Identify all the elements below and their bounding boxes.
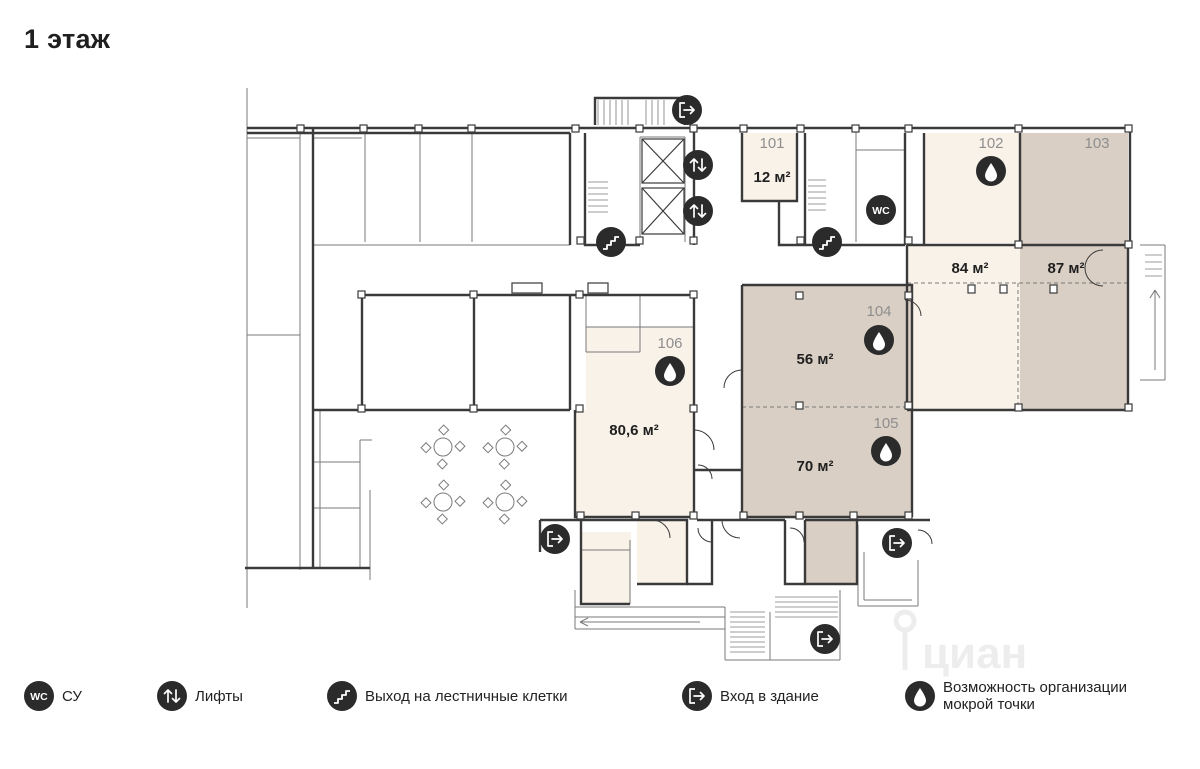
door-swings [651, 249, 1104, 545]
room-area-103: 87 м² [1048, 260, 1085, 277]
entrance-icon [682, 681, 712, 711]
room-number-101: 101 [759, 135, 784, 152]
wc-icon [866, 195, 896, 225]
room-labels: 101 12 м² 102 84 м² 103 87 м² 104 56 м² … [609, 135, 1109, 475]
lift-icon [682, 195, 714, 227]
entrance-icon [809, 623, 841, 655]
legend-item-stairs: Выход на лестничные клетки [327, 680, 568, 712]
thin-lines [246, 88, 1166, 661]
watermark: циан [893, 609, 1027, 678]
stairs-icon [811, 226, 843, 258]
entrance-icon [539, 523, 571, 555]
legend-item-wc: СУ [24, 680, 82, 712]
room-area-101: 12 м² [754, 169, 791, 186]
legend-item-wet-point: Возможность организации мокрой точки [905, 679, 1175, 713]
drop-icon [976, 156, 1006, 186]
entrance-icon [671, 94, 703, 126]
legend-label-lift: Лифты [195, 687, 243, 705]
legend-label-entrance: Вход в здание [720, 687, 819, 705]
room-number-106: 106 [657, 335, 682, 352]
room-number-105: 105 [873, 415, 898, 432]
legend-label-stairs: Выход на лестничные клетки [365, 687, 568, 705]
lift-icon [157, 681, 187, 711]
drop-icon [655, 356, 685, 386]
room-area-105: 70 м² [797, 458, 834, 475]
watermark-text: циан [922, 629, 1027, 678]
columns [296, 124, 1133, 520]
cafe-tables [420, 424, 528, 525]
wc-icon [24, 681, 54, 711]
legend-item-lift: Лифты [157, 680, 243, 712]
room-number-102: 102 [978, 135, 1003, 152]
lift-icon [682, 149, 714, 181]
room-area-102: 84 м² [952, 260, 989, 277]
room-area-104: 56 м² [797, 351, 834, 368]
legend-label-wc: СУ [62, 687, 82, 705]
drop-icon [864, 325, 894, 355]
drop-icon [905, 681, 935, 711]
drop-icon [871, 436, 901, 466]
stairs-icon [327, 681, 357, 711]
room-number-104: 104 [866, 303, 891, 320]
stairs-hatch [588, 100, 1162, 653]
room-number-103: 103 [1084, 135, 1109, 152]
room-area-106: 80,6 м² [609, 422, 658, 439]
stairs-icon [595, 226, 627, 258]
legend-item-entrance: Вход в здание [682, 680, 819, 712]
floor-title: 1 этаж [24, 24, 111, 54]
legend-label-wet-point: Возможность организации мокрой точки [943, 679, 1127, 713]
elevator-shafts [641, 138, 685, 235]
entrance-icon [881, 527, 913, 559]
